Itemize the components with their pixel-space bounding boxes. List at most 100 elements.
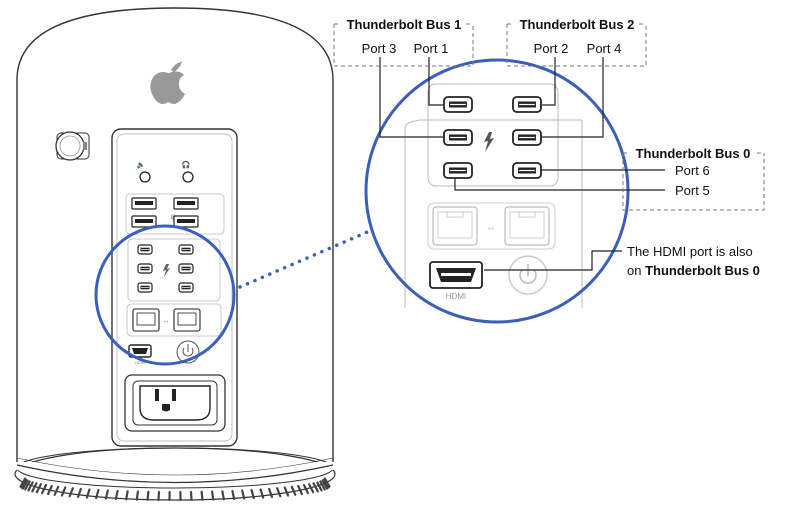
thunderbolt-port-1[interactable] <box>137 244 153 255</box>
hdmi-label: HDMI <box>446 292 466 301</box>
thunderbolt-port-zoom-3[interactable] <box>443 129 473 146</box>
port-6-label: Port 6 <box>675 163 710 178</box>
zoom-connector <box>238 228 374 289</box>
vent-slot <box>268 487 274 499</box>
vent-slot <box>302 484 309 495</box>
headphones-icon: 🎧 <box>182 160 191 169</box>
ac-power-inlet <box>124 374 226 432</box>
leader-lines <box>379 57 665 271</box>
vent-slot <box>283 486 290 497</box>
usb-port-2[interactable] <box>173 197 199 210</box>
vent-slot <box>276 487 282 498</box>
thunderbolt-icon <box>163 264 170 277</box>
base-vents <box>19 477 331 502</box>
vent-slot <box>21 479 29 490</box>
hdmi-note-line1: The HDMI port is also <box>627 244 753 259</box>
vent-slot <box>31 482 38 493</box>
port-1-label: Port 1 <box>414 41 449 56</box>
ethernet-port-1-zoom[interactable] <box>432 206 478 246</box>
vent-slot <box>46 484 53 496</box>
bus-0-callout: Thunderbolt Bus 0 Port 6 Port 5 <box>622 146 765 211</box>
thunderbolt-port-zoom-5[interactable] <box>443 162 473 179</box>
hdmi-label-small: HDMI <box>135 360 145 365</box>
apple-logo-icon <box>150 62 185 104</box>
ethernet-port-2[interactable] <box>173 308 201 332</box>
vent-slot <box>290 485 297 496</box>
hdmi-note-line2: on Thunderbolt Bus 0 <box>627 263 760 278</box>
ethernet-link-icon: ↔ <box>163 318 170 325</box>
vent-slot <box>321 479 329 490</box>
power-button[interactable] <box>508 255 548 295</box>
port-3-label: Port 3 <box>362 41 397 56</box>
vent-slot <box>200 490 204 501</box>
zoom-view: ↔ HDMI <box>364 57 665 324</box>
thunderbolt-icon <box>484 132 494 152</box>
vent-slot <box>135 490 140 501</box>
vent-slot <box>316 481 323 492</box>
svg-text:ψ: ψ <box>171 214 176 221</box>
vent-slot <box>76 487 82 499</box>
io-panel: 🔈 🎧 ψ <box>111 128 238 447</box>
highlight-circle-small <box>94 224 236 366</box>
vent-slot <box>41 484 48 495</box>
vent-slot <box>323 477 331 488</box>
usb-port-4[interactable] <box>173 215 199 228</box>
bus-2-title: Thunderbolt Bus 2 <box>520 17 635 32</box>
mac-pro-body: 🔈 🎧 ψ <box>14 7 374 502</box>
port-2-label: Port 2 <box>534 41 569 56</box>
vent-slot <box>259 488 265 499</box>
vent-slot <box>104 489 109 500</box>
usb-port-3[interactable] <box>131 215 157 228</box>
vent-slot <box>68 487 74 498</box>
vent-slot <box>24 480 31 491</box>
hdmi-port-small[interactable] <box>128 344 152 358</box>
speaker-icon: 🔈 <box>137 161 146 169</box>
vent-slot <box>125 490 129 501</box>
vent-slot <box>312 482 319 493</box>
vent-slot <box>20 478 27 489</box>
thunderbolt-port-6[interactable] <box>178 282 194 293</box>
ethernet-port-2-zoom[interactable] <box>504 206 550 246</box>
lock-latch <box>55 131 90 161</box>
ethernet-link-icon: ↔ <box>486 222 496 233</box>
vent-slot <box>250 488 255 500</box>
vent-slot <box>319 480 326 491</box>
thunderbolt-port-zoom-1[interactable] <box>443 96 473 113</box>
usb-icon: ψ <box>171 214 176 221</box>
svg-text:🔈: 🔈 <box>137 161 146 169</box>
port-5-label: Port 5 <box>675 183 710 198</box>
vent-slot <box>60 486 67 497</box>
audio-out-jack[interactable] <box>139 171 151 183</box>
bus-0-title: Thunderbolt Bus 0 <box>636 146 751 161</box>
vent-slot <box>53 485 60 496</box>
vent-slot <box>241 489 246 500</box>
bus-1-callout: Thunderbolt Bus 1 Port 3 Port 1 <box>333 17 474 67</box>
vent-slot <box>95 488 100 500</box>
vent-slot <box>27 481 34 492</box>
headphone-jack[interactable] <box>182 171 194 183</box>
thunderbolt-port-2[interactable] <box>178 244 194 255</box>
bus-1-title: Thunderbolt Bus 1 <box>347 17 462 32</box>
highlight-circle-large <box>364 58 630 324</box>
thunderbolt-port-4[interactable] <box>178 263 194 274</box>
power-icon <box>182 344 194 357</box>
usb-port-1[interactable] <box>131 197 157 210</box>
thunderbolt-port-zoom-4[interactable] <box>512 129 542 146</box>
ethernet-port-1[interactable] <box>132 308 160 332</box>
vent-slot <box>221 490 225 501</box>
vent-slot <box>19 477 27 488</box>
vent-slot <box>35 483 42 494</box>
vent-slot <box>308 483 315 494</box>
vent-slot <box>297 484 304 496</box>
vent-slot <box>323 478 330 489</box>
thunderbolt-port-zoom-2[interactable] <box>512 96 542 113</box>
hdmi-port[interactable] <box>429 261 483 289</box>
thunderbolt-port-5[interactable] <box>137 282 153 293</box>
thunderbolt-port-3[interactable] <box>137 263 153 274</box>
vent-slot <box>231 489 236 501</box>
thunderbolt-port-zoom-6[interactable] <box>512 162 542 179</box>
vent-slot <box>146 490 150 501</box>
hdmi-note: The HDMI port is also on Thunderbolt Bus… <box>627 244 760 278</box>
bus-2-callout: Thunderbolt Bus 2 Port 2 Port 4 <box>506 17 647 67</box>
